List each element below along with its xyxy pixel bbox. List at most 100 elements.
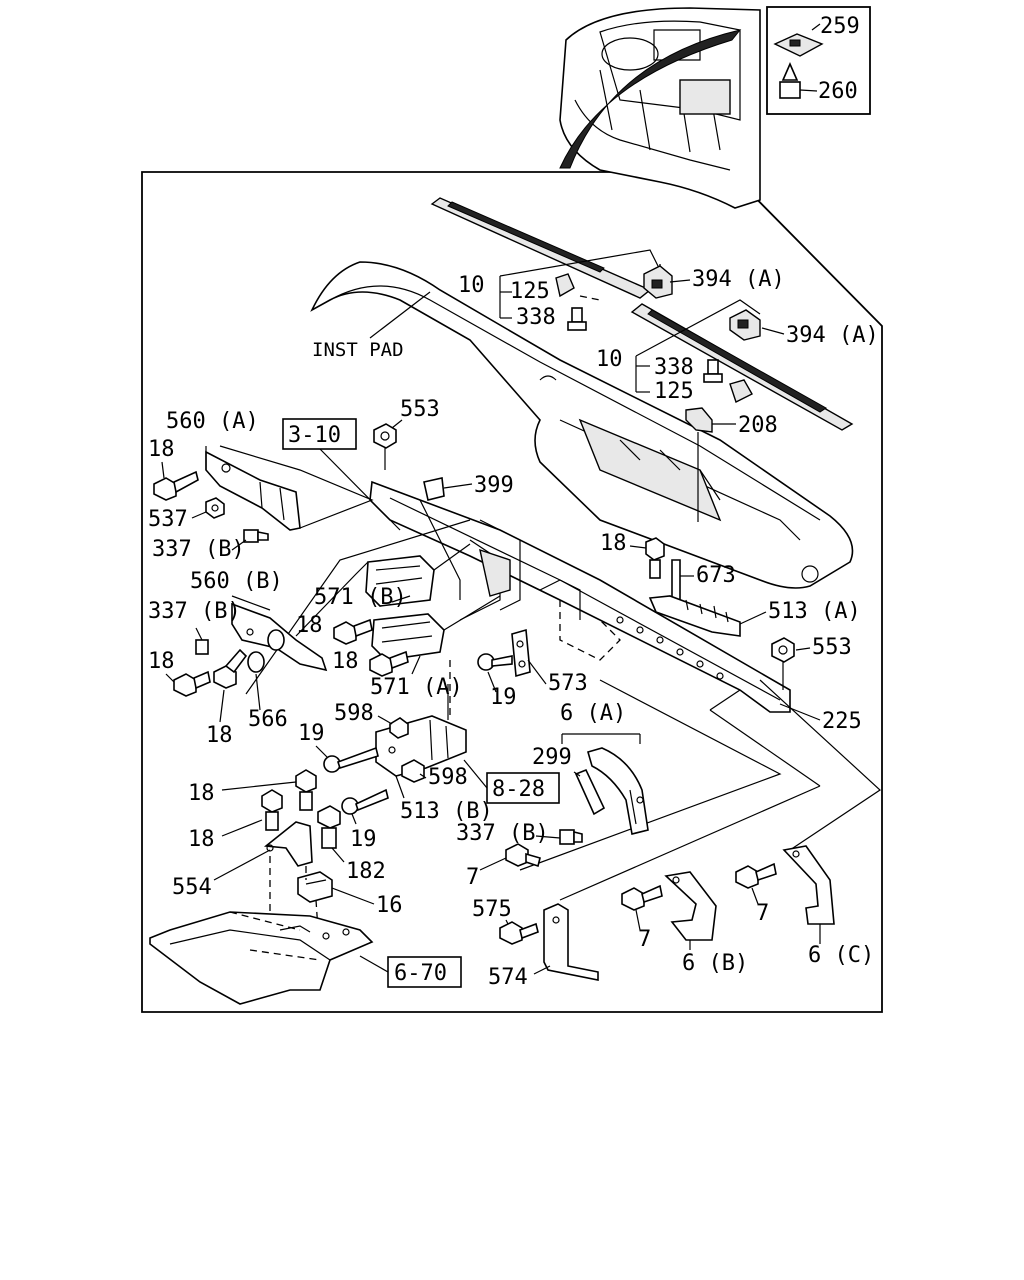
bracket-513a — [648, 595, 741, 637]
bolt-182-icon — [317, 805, 341, 849]
screw-337b-a-icon — [243, 529, 269, 543]
label-125-upper: 125 — [510, 279, 550, 304]
bolt-18-g-icon — [295, 769, 317, 811]
bracket-6c — [782, 845, 835, 925]
bolt-18-d-icon — [173, 670, 211, 697]
bracket-560b — [231, 602, 328, 672]
label-259: 259 — [820, 14, 860, 39]
bolt-18-c-icon — [369, 650, 409, 677]
label-575: 575 — [472, 897, 512, 922]
bracket-560a — [205, 450, 301, 531]
screw-338-lower-icon — [703, 359, 723, 383]
label-337b-3: 337 (B) — [456, 821, 549, 846]
label-125-lower: 125 — [654, 379, 694, 404]
label-338-lower: 338 — [654, 355, 694, 380]
label-598-a: 598 — [334, 701, 374, 726]
label-7-a: 7 — [466, 865, 479, 890]
bolt-18-a-icon — [153, 470, 199, 501]
bolt-7-b-icon — [621, 884, 663, 911]
bolt-7-c-icon — [735, 862, 777, 889]
bolt-575-icon — [499, 921, 539, 945]
clip-125-lower-icon — [729, 379, 753, 403]
nut-553-upper-icon — [373, 423, 397, 449]
screw-337b-c-icon — [559, 829, 583, 845]
bracket-6a — [587, 747, 649, 835]
label-513b: 513 (B) — [400, 799, 493, 824]
ref-box-3-10 — [282, 418, 357, 450]
label-18-h: 18 — [188, 827, 215, 852]
bracket-6b — [664, 871, 717, 941]
ref-box-8-28 — [486, 772, 560, 804]
bolt-18-h-icon — [261, 789, 283, 831]
label-208: 208 — [738, 413, 778, 438]
bolt-598-a-icon — [389, 717, 409, 739]
nut-537-icon — [205, 497, 225, 519]
label-19-c: 19 — [350, 827, 377, 852]
screw-337b-b-icon — [195, 639, 209, 655]
bracket-573 — [511, 628, 531, 678]
label-560a: 560 (A) — [166, 409, 259, 434]
label-399: 399 — [474, 473, 514, 498]
label-260: 260 — [818, 79, 858, 104]
label-7-b: 7 — [638, 927, 651, 952]
clip-259-icon — [773, 33, 824, 57]
label-560b: 560 (B) — [190, 569, 283, 594]
label-513a: 513 (A) — [768, 599, 861, 624]
nut-553-lower-icon — [771, 637, 795, 663]
label-299: 299 — [532, 745, 572, 770]
label-18-c: 18 — [332, 649, 359, 674]
bracket-574 — [543, 903, 599, 981]
ref-3-10: 3-10 — [288, 423, 341, 448]
label-225: 225 — [822, 709, 862, 734]
floor-tunnel — [149, 911, 374, 1005]
rod-673-icon — [671, 559, 681, 603]
bolt-18-right-icon — [645, 537, 665, 579]
label-16: 16 — [376, 893, 403, 918]
label-19-b: 19 — [298, 721, 325, 746]
label-337b-2: 337 (B) — [148, 599, 241, 624]
screw-19-b-icon — [323, 746, 379, 773]
clip-16-icon — [297, 871, 333, 903]
label-inst-pad: INST PAD — [312, 339, 404, 361]
label-182: 182 — [346, 859, 386, 884]
defroster-grille-lower — [630, 303, 854, 431]
ref-8-28: 8-28 — [492, 777, 545, 802]
bushing-566-icon — [247, 651, 265, 673]
screw-260-icon — [779, 62, 801, 99]
inset-box — [766, 6, 871, 115]
clip-208-icon — [685, 407, 713, 433]
rod-299-icon — [574, 768, 606, 816]
label-7-c: 7 — [756, 901, 769, 926]
bolt-18-e-icon — [213, 648, 248, 689]
clip-394a-upper-icon — [643, 265, 673, 299]
clip-394a-lower-icon — [729, 309, 761, 341]
bracket-554 — [263, 821, 313, 867]
label-10-lower: 10 — [596, 347, 623, 372]
label-537: 537 — [148, 507, 188, 532]
label-18-a: 18 — [148, 437, 175, 462]
label-574: 574 — [488, 965, 528, 990]
label-18-b: 18 — [296, 613, 323, 638]
label-10-upper: 10 — [458, 273, 485, 298]
label-571b: 571 (B) — [314, 585, 407, 610]
part-399-icon — [423, 477, 445, 501]
label-394a-upper: 394 (A) — [692, 267, 785, 292]
bolt-18-b-icon — [333, 618, 373, 645]
label-598-b: 598 — [428, 765, 468, 790]
cross-car-beam — [369, 480, 791, 713]
label-573: 573 — [548, 671, 588, 696]
screw-19-c-icon — [341, 788, 389, 815]
label-554: 554 — [172, 875, 212, 900]
clip-125-upper-icon — [555, 273, 575, 298]
label-18-d: 18 — [148, 649, 175, 674]
ref-box-6-70 — [387, 956, 462, 988]
screw-19-a-icon — [477, 653, 513, 671]
label-337b-1: 337 (B) — [152, 537, 245, 562]
label-18-g: 18 — [188, 781, 215, 806]
screw-338-upper-icon — [567, 307, 587, 331]
label-19-a: 19 — [490, 685, 517, 710]
label-6c: 6 (C) — [808, 943, 874, 968]
label-6a: 6 (A) — [560, 701, 626, 726]
ref-6-70: 6-70 — [394, 961, 447, 986]
